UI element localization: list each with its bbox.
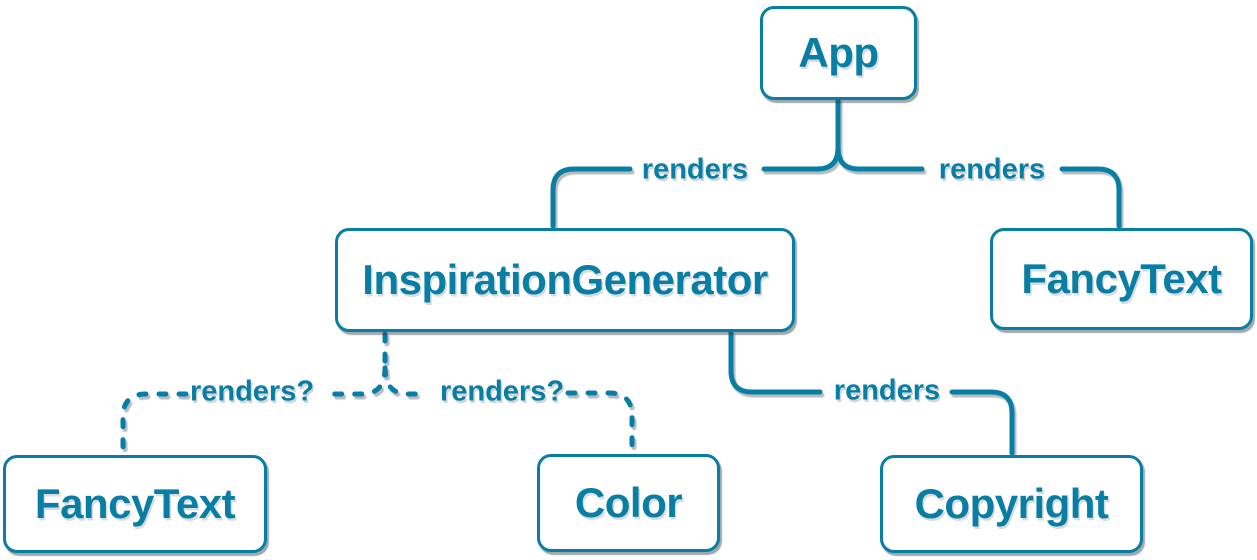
- edge-label-inspirationgenerator-fancytext: renders?: [189, 375, 315, 408]
- node-app: App: [760, 6, 917, 100]
- node-fancytext-top: FancyText: [990, 228, 1253, 330]
- edge-inspirationgenerator-copyright: [728, 330, 1015, 456]
- node-copyright-label: Copyright: [914, 480, 1109, 527]
- node-inspiration-generator-label: InspirationGenerator: [362, 256, 768, 303]
- node-color: Color: [537, 454, 720, 552]
- node-color-label: Color: [574, 479, 683, 526]
- node-fancytext-bottom-label: FancyText: [34, 480, 236, 527]
- edge-inspirationgenerator-color: [382, 365, 635, 453]
- edge-label-inspirationgenerator-color: renders?: [439, 375, 565, 408]
- node-copyright: Copyright: [880, 455, 1143, 553]
- node-inspiration-generator: InspirationGenerator: [335, 228, 795, 332]
- node-fancytext-top-label: FancyText: [1021, 255, 1222, 302]
- node-app-label: App: [798, 29, 879, 76]
- edge-label-inspirationgenerator-copyright: renders: [833, 374, 941, 407]
- edge-app-fancytext: [835, 145, 1122, 229]
- edge-label-app-fancytext: renders: [938, 153, 1046, 186]
- edge-label-app-inspirationgenerator: renders: [641, 153, 749, 186]
- node-fancytext-bottom: FancyText: [3, 455, 267, 553]
